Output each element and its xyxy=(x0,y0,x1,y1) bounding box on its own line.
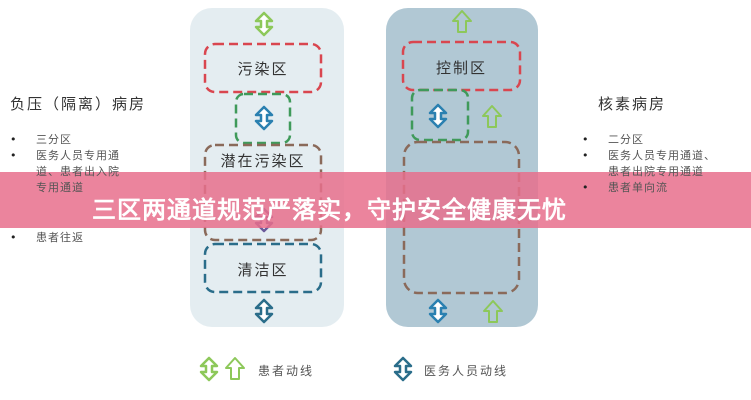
list-item: 三分区 xyxy=(10,132,126,148)
left-panel xyxy=(190,8,344,327)
clean-zone-box xyxy=(203,242,323,294)
legend-staff-double-arrow-icon xyxy=(393,356,413,382)
control-zone-label: 控制区 xyxy=(435,59,487,77)
right-list: 二分区 医务人员专用通道、患者出院专用通道 患者单向流 xyxy=(582,132,720,196)
legend-patient-double-arrow-icon xyxy=(199,356,219,382)
list-item: 患者往返 xyxy=(10,230,126,246)
buffer-zone-box xyxy=(234,92,292,145)
contaminated-zone-label: 污染区 xyxy=(237,60,289,78)
left-list: 三分区 医务人员专用通道、患者出入院专用通道 患者往返 xyxy=(10,132,126,246)
list-item: 二分区 xyxy=(582,132,720,148)
right-title: 核素病房 xyxy=(598,95,667,113)
list-item: 医务人员专用通道、患者出院专用通道 xyxy=(582,148,720,180)
list-item: 患者单向流 xyxy=(582,180,720,196)
legend-staff-label: 医务人员动线 xyxy=(424,364,509,378)
contaminated-zone-box xyxy=(203,42,323,94)
control-zone-box xyxy=(401,40,522,92)
right-panel xyxy=(386,8,538,327)
list-item: 医务人员专用通道、患者出入院专用通道 xyxy=(10,148,126,196)
potential-zone-label: 潜在污染区 xyxy=(220,152,306,170)
right-buffer-box xyxy=(410,88,470,142)
legend-patient-up-arrow-icon xyxy=(225,357,245,380)
legend-patient-label: 患者动线 xyxy=(258,364,315,378)
left-title: 负压（隔离）病房 xyxy=(10,95,147,113)
clean-zone-label: 清洁区 xyxy=(237,261,289,279)
banner-text: 三区两通道规范严落实，守护安全健康无忧 xyxy=(92,196,567,224)
